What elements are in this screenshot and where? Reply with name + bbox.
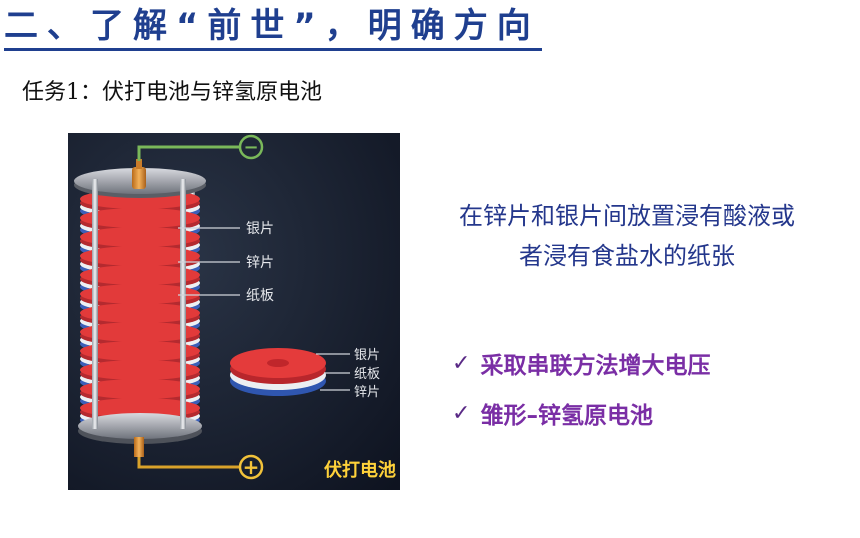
label-disc-zinc: 锌片 xyxy=(354,385,380,400)
top-terminal-cap xyxy=(136,159,142,169)
bottom-plate xyxy=(78,413,202,439)
stack-silver-disc xyxy=(80,341,200,361)
slide-title: 二、了解“前世”，明确方向 xyxy=(4,4,542,51)
negative-terminal-icon xyxy=(238,134,264,160)
check-icon: ✓ xyxy=(452,400,471,426)
stack-silver-disc xyxy=(80,322,200,342)
stack-silver-disc xyxy=(80,246,200,266)
positive-terminal-icon xyxy=(238,454,264,480)
label-disc-silver: 银片 xyxy=(354,348,380,363)
stack-silver-disc xyxy=(80,227,200,247)
stack-silver-disc xyxy=(80,265,200,285)
negative-symbol: − xyxy=(243,137,258,158)
disc-stack xyxy=(80,189,200,430)
stack-silver-disc xyxy=(80,303,200,323)
description-line-2: 者浸有食盐水的纸张 xyxy=(519,242,735,270)
positive-wire xyxy=(137,457,240,469)
bullet-list: ✓ 采取串联方法增大电压 ✓ 雏形–锌氢原电池 xyxy=(452,338,710,438)
stack-silver-disc xyxy=(80,398,200,418)
voltaic-pile-figure: − + 银片 锌片 纸板 银片 纸板 锌片 伏打电池 xyxy=(68,133,400,490)
pile-rod-front-right xyxy=(180,179,186,429)
stack-silver-disc xyxy=(80,208,200,228)
top-terminal xyxy=(132,167,146,189)
bullet-item: ✓ 采取串联方法增大电压 xyxy=(452,338,710,388)
stack-silver-disc xyxy=(80,284,200,304)
stack-silver-disc xyxy=(80,360,200,380)
figure-caption: 伏打电池 xyxy=(324,459,396,481)
label-disc-paper: 纸板 xyxy=(354,367,380,382)
pile-rod-front-left xyxy=(92,179,98,429)
bullet-text: 雏形–锌氢原电池 xyxy=(480,403,653,429)
bottom-terminal xyxy=(134,437,144,457)
check-icon: ✓ xyxy=(452,350,471,376)
label-paper: 纸板 xyxy=(246,288,274,304)
negative-wire xyxy=(137,145,240,161)
single-disc-hole xyxy=(267,359,289,367)
description-text: 在锌片和银片间放置浸有酸液或 者浸有食盐水的纸张 xyxy=(412,196,842,276)
description-line-1: 在锌片和银片间放置浸有酸液或 xyxy=(459,202,795,230)
bullet-item: ✓ 雏形–锌氢原电池 xyxy=(452,388,710,438)
label-zinc: 锌片 xyxy=(246,255,274,271)
stack-silver-disc xyxy=(80,379,200,399)
voltaic-pile-illustration: − + 银片 锌片 纸板 银片 纸板 锌片 伏打电池 xyxy=(68,133,400,490)
positive-symbol: + xyxy=(243,455,260,479)
task-heading: 任务1：伏打电池与锌氢原电池 xyxy=(22,80,322,105)
bullet-text: 采取串联方法增大电压 xyxy=(480,353,711,379)
label-silver: 银片 xyxy=(246,221,274,237)
